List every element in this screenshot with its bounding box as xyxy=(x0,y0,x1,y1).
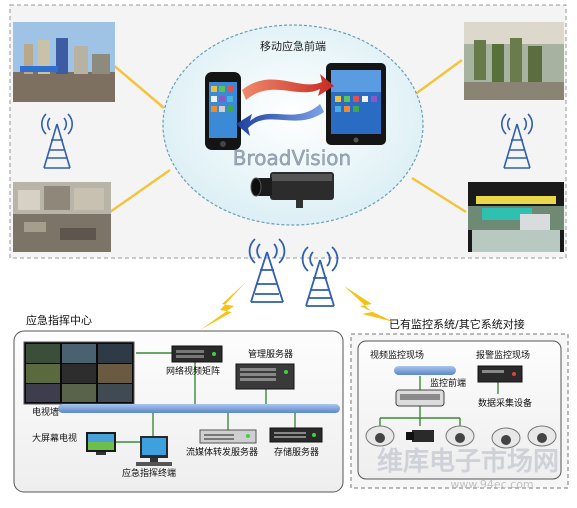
mobile-front-title: 移动应急前端 xyxy=(260,39,326,53)
bus-connectors xyxy=(116,352,296,443)
radio-tower-icon xyxy=(501,113,533,169)
matrix-label: 网络视频矩阵 xyxy=(166,365,220,377)
existing-system-title: 已有监控系统/其它系统对接 xyxy=(389,317,525,331)
watermark-text: 维库电子市场网 xyxy=(377,446,559,477)
dome-camera-icon xyxy=(445,425,475,447)
alarm-site-label: 报警监控现场 xyxy=(476,349,530,361)
lightning-bolt-icon xyxy=(200,282,246,330)
network-bus xyxy=(58,404,340,413)
photo-rescue-soldiers xyxy=(464,22,564,100)
stream-server-device xyxy=(199,429,257,444)
storage-server-label: 存储服务器 xyxy=(274,446,319,458)
photo-emergency-scene xyxy=(468,182,564,252)
tablet-icon xyxy=(326,63,386,145)
stream-server-label: 流媒体转发服务器 xyxy=(186,446,258,458)
big-tv-label: 大屏幕电视 xyxy=(32,432,77,444)
dome-camera-icon xyxy=(365,425,395,447)
tv-wall-icon xyxy=(23,341,135,405)
dome-camera-icon xyxy=(527,425,557,447)
box-camera-icon xyxy=(406,430,434,442)
existing-connectors xyxy=(379,376,499,426)
photo-connectors xyxy=(109,58,467,214)
existing-bus xyxy=(394,366,456,375)
photo-earthquake-rubble xyxy=(13,182,111,252)
security-camera-icon xyxy=(250,172,334,208)
sync-arrow-red xyxy=(242,74,334,100)
photo-construction-site xyxy=(13,22,115,102)
tv-wall-label: 电视墙 xyxy=(32,406,59,418)
brand-logo-text: BroadVision xyxy=(233,146,351,170)
mgmt-server-label: 管理服务器 xyxy=(248,348,293,360)
smartphone-icon xyxy=(205,72,241,150)
lightning-bolt-icon xyxy=(344,286,394,322)
radio-tower-icon xyxy=(41,113,73,169)
sync-arrow-blue xyxy=(236,104,324,136)
big-screen-tv-icon xyxy=(86,432,116,455)
terminal-label: 应急指挥终端 xyxy=(122,467,176,479)
monitor-front-device xyxy=(395,389,445,407)
storage-server-device xyxy=(269,427,323,443)
alarm-host-device xyxy=(477,365,523,383)
radio-tower-icon xyxy=(301,246,339,307)
data-acq-label: 数据采集设备 xyxy=(478,397,532,409)
video-matrix-device xyxy=(171,345,223,363)
monitor-front-label: 监控前端 xyxy=(430,377,466,389)
video-site-label: 视频监控现场 xyxy=(370,349,424,361)
management-server-device xyxy=(235,363,295,390)
command-center-title: 应急指挥中心 xyxy=(26,313,92,327)
dome-camera-icon xyxy=(491,427,521,449)
radio-tower-icon xyxy=(248,238,286,303)
command-terminal-icon xyxy=(136,436,172,466)
watermark-url: www.94ec.com xyxy=(450,478,533,491)
